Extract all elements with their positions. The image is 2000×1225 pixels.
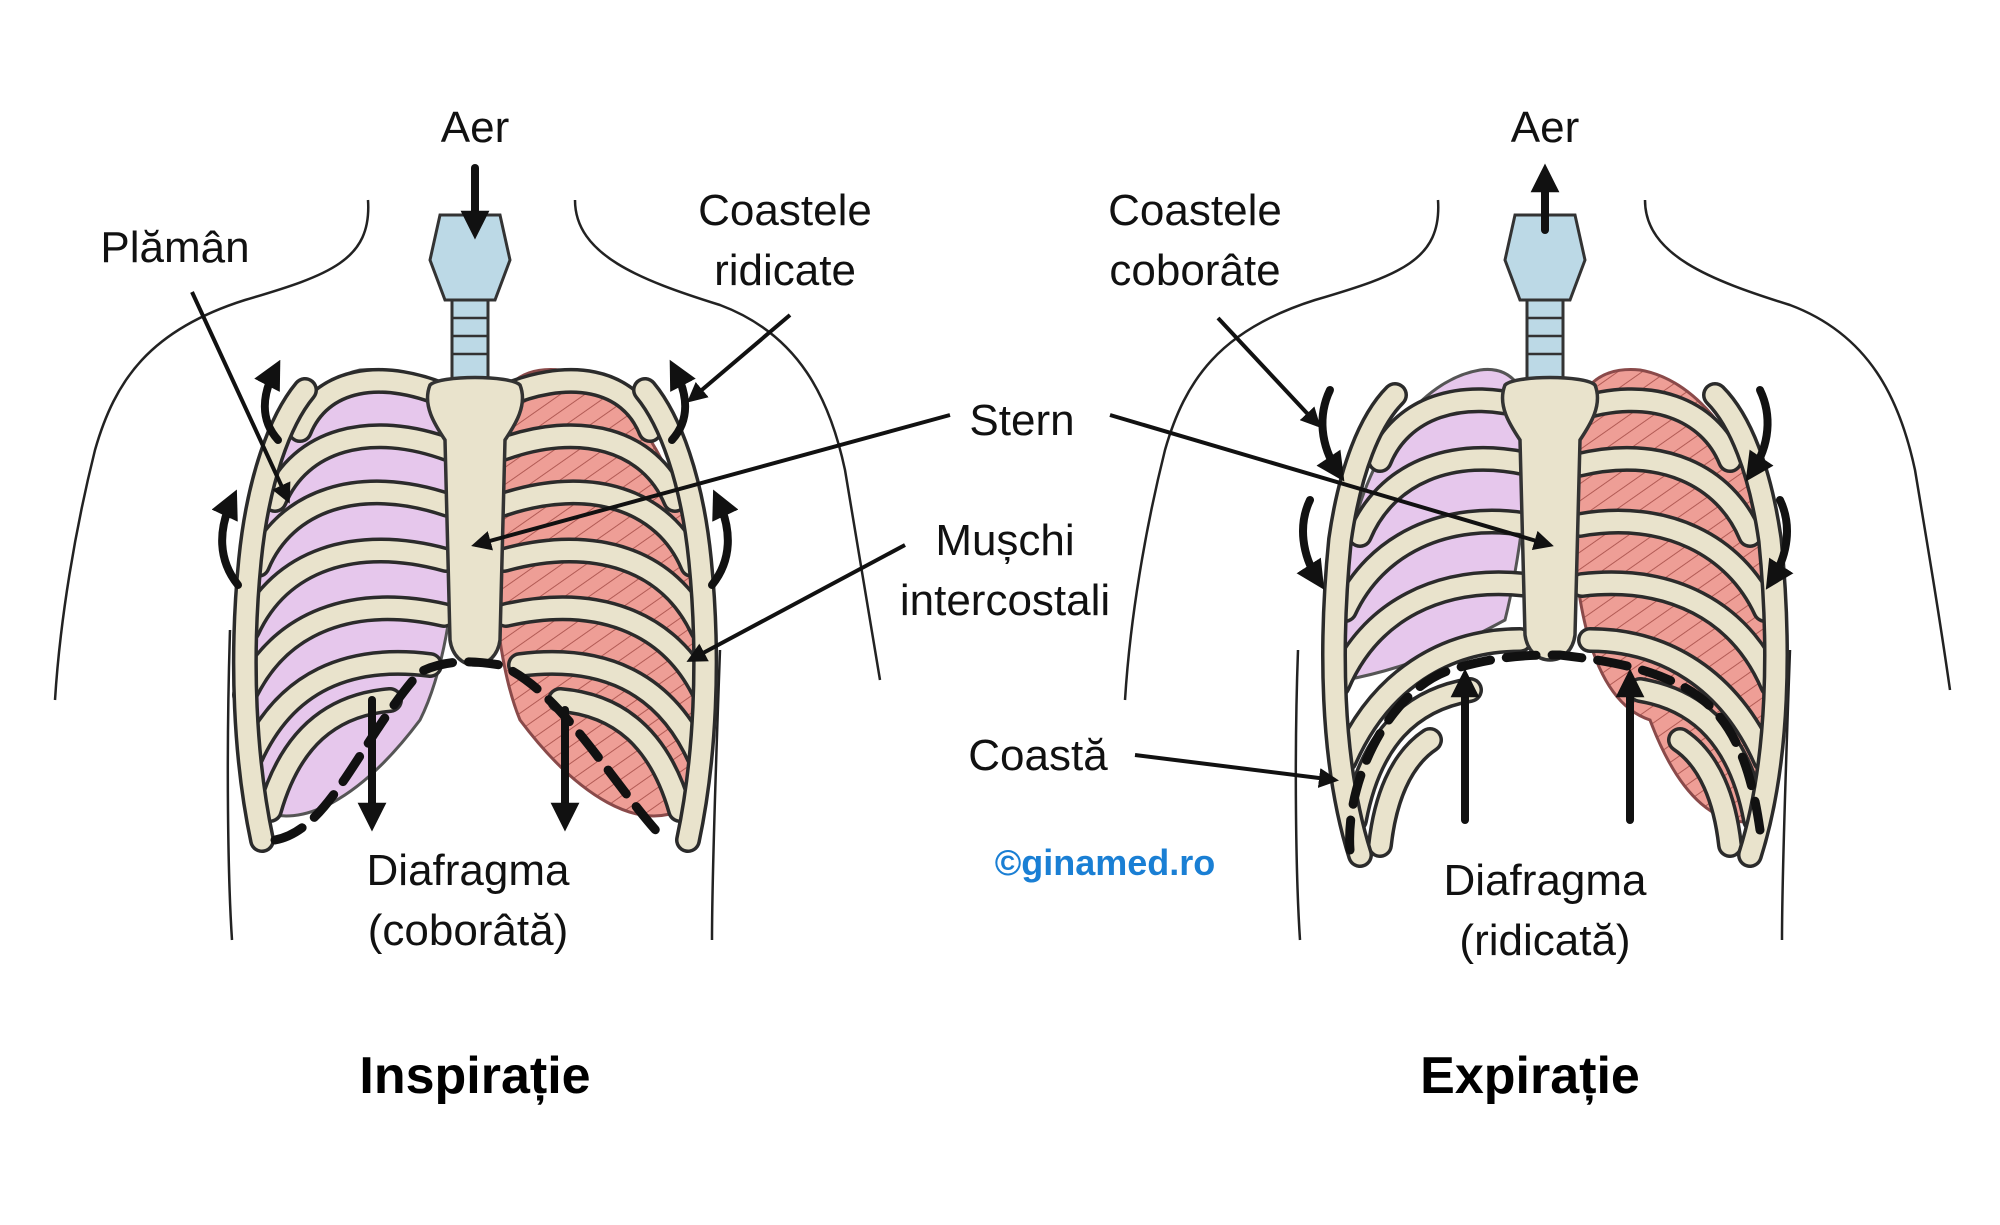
trachea	[428, 213, 512, 382]
lung-label: Plămân	[100, 223, 249, 272]
air-out-label: Aer	[1511, 103, 1579, 152]
diaphragm-line	[270, 657, 665, 845]
diaphragm-raised-label-line2: (ridicată)	[1459, 916, 1630, 965]
body-outline	[1294, 649, 1302, 941]
rib-lower-arrow	[1316, 386, 1345, 482]
sternum	[425, 375, 525, 667]
rib-cage-right	[1562, 382, 1789, 868]
diaphragm-lowered-label-line2: (coborâtă)	[368, 906, 569, 955]
sternum-pointer-right	[1109, 413, 1554, 551]
ribs-raised-label-line2: ridicate	[714, 246, 856, 295]
rib-lower-arrow	[1296, 496, 1325, 590]
rib-raise-arrow	[211, 489, 242, 589]
rib-lower-arrow	[1765, 496, 1794, 590]
body-outline	[710, 649, 722, 941]
labels: Aer Plămân Coastele ridicate Diafragma (…	[100, 103, 1647, 1105]
diaphragm-lowered-label-line1: Diafragma	[367, 846, 570, 895]
ribs-lowered-pointer	[1216, 316, 1321, 428]
diaphragm-raised-label-line1: Diafragma	[1444, 856, 1647, 905]
rib-raise-arrow	[668, 359, 696, 444]
muscles-label-line1: Mușchi	[935, 516, 1074, 565]
rib-raise-arrow	[708, 489, 739, 589]
diaphragm-line	[1345, 650, 1765, 855]
muscles-label-line2: intercostali	[900, 576, 1110, 625]
muscles-pointer	[686, 543, 906, 662]
brand-watermark: ©ginamed.ro	[995, 842, 1216, 883]
body-outline	[53, 199, 370, 701]
ribs-lowered-label-line2: coborâte	[1109, 246, 1280, 295]
body-outline	[573, 199, 882, 681]
body-outline	[1643, 199, 1952, 691]
ribs-raised-pointer	[686, 313, 792, 403]
trachea	[1503, 213, 1587, 382]
inspiration-title: Inspirație	[359, 1047, 590, 1105]
rib-lower-arrow	[1745, 386, 1774, 482]
sternum-label: Stern	[969, 396, 1074, 445]
rib-raise-arrow	[254, 359, 282, 444]
leader-lines	[190, 291, 1554, 788]
rib-pointer	[1134, 753, 1339, 788]
body-outline	[226, 629, 234, 941]
body-outline	[1780, 649, 1792, 941]
lung-pointer	[190, 291, 291, 504]
rib-cage-left	[1321, 382, 1548, 868]
air-in-label: Aer	[441, 103, 509, 152]
rib-cage-right	[482, 368, 719, 853]
ribs-raised-label-line1: Coastele	[698, 186, 872, 235]
inspiration-figure	[53, 164, 882, 941]
sternum-pointer-left	[471, 413, 951, 551]
body-outline	[1123, 199, 1440, 701]
sternum	[1500, 375, 1600, 662]
rib-label: Coastă	[968, 731, 1108, 780]
expiration-figure	[1123, 163, 1952, 941]
rib-cage-left	[231, 368, 468, 853]
expiration-title: Expirație	[1420, 1047, 1640, 1105]
ribs-lowered-label-line1: Coastele	[1108, 186, 1282, 235]
